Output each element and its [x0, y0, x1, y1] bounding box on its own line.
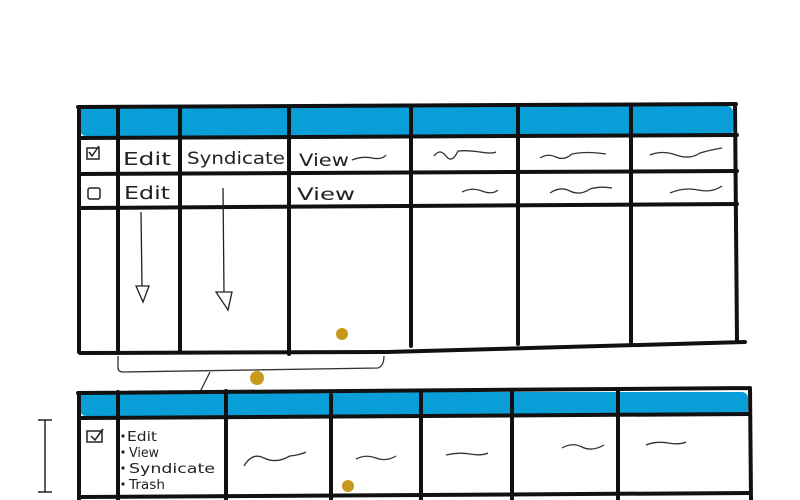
- placeholder-scribbles: [461, 185, 723, 194]
- view-link[interactable]: View: [299, 151, 349, 171]
- checkmark-icon: [90, 428, 104, 442]
- placeholder-scribbles: [351, 147, 723, 161]
- table-top-frame: [76, 102, 747, 355]
- table-top: Edit Syndicate View Edit View: [76, 102, 747, 356]
- row-checkbox[interactable]: [86, 428, 104, 443]
- syndicate-link[interactable]: Syndicate: [187, 149, 285, 169]
- menu-item-trash[interactable]: Trash: [128, 478, 165, 493]
- table-row[interactable]: Edit View: [87, 183, 723, 205]
- table-bottom: Edit View Syndicate Trash: [76, 386, 753, 500]
- menu-item-edit[interactable]: Edit: [127, 430, 157, 445]
- row-checkbox[interactable]: [86, 145, 100, 160]
- table-top-row-lines: [77, 133, 739, 210]
- table-top-header: [80, 106, 733, 136]
- annotation-dot: [342, 480, 354, 492]
- annotation-dot: [250, 371, 264, 385]
- table-bottom-frame: [76, 386, 753, 500]
- view-link[interactable]: View: [297, 185, 355, 205]
- height-dimension-marker: [38, 419, 52, 493]
- row-checkbox[interactable]: [87, 187, 101, 200]
- action-menu: Edit View Syndicate Trash: [121, 430, 215, 493]
- placeholder-scribbles: [243, 441, 687, 467]
- table-bottom-row-line: [78, 412, 752, 420]
- edit-link[interactable]: Edit: [123, 149, 171, 170]
- table-bottom-header: [80, 392, 748, 416]
- table-bottom-column-dividers: [116, 388, 620, 500]
- menu-item-view[interactable]: View: [129, 446, 159, 461]
- table-top-column-dividers: [116, 103, 633, 356]
- arrow-down-icon: [135, 211, 150, 304]
- table-bottom-row-line: [78, 491, 752, 499]
- menu-item-syndicate[interactable]: Syndicate: [129, 462, 215, 477]
- edit-link[interactable]: Edit: [124, 183, 170, 204]
- checkmark-icon: [88, 145, 100, 158]
- annotation-dot: [336, 328, 348, 340]
- arrow-down-icon: [214, 187, 233, 312]
- table-row[interactable]: Edit Syndicate View: [86, 145, 723, 171]
- table-row[interactable]: Edit View Syndicate Trash: [86, 428, 687, 493]
